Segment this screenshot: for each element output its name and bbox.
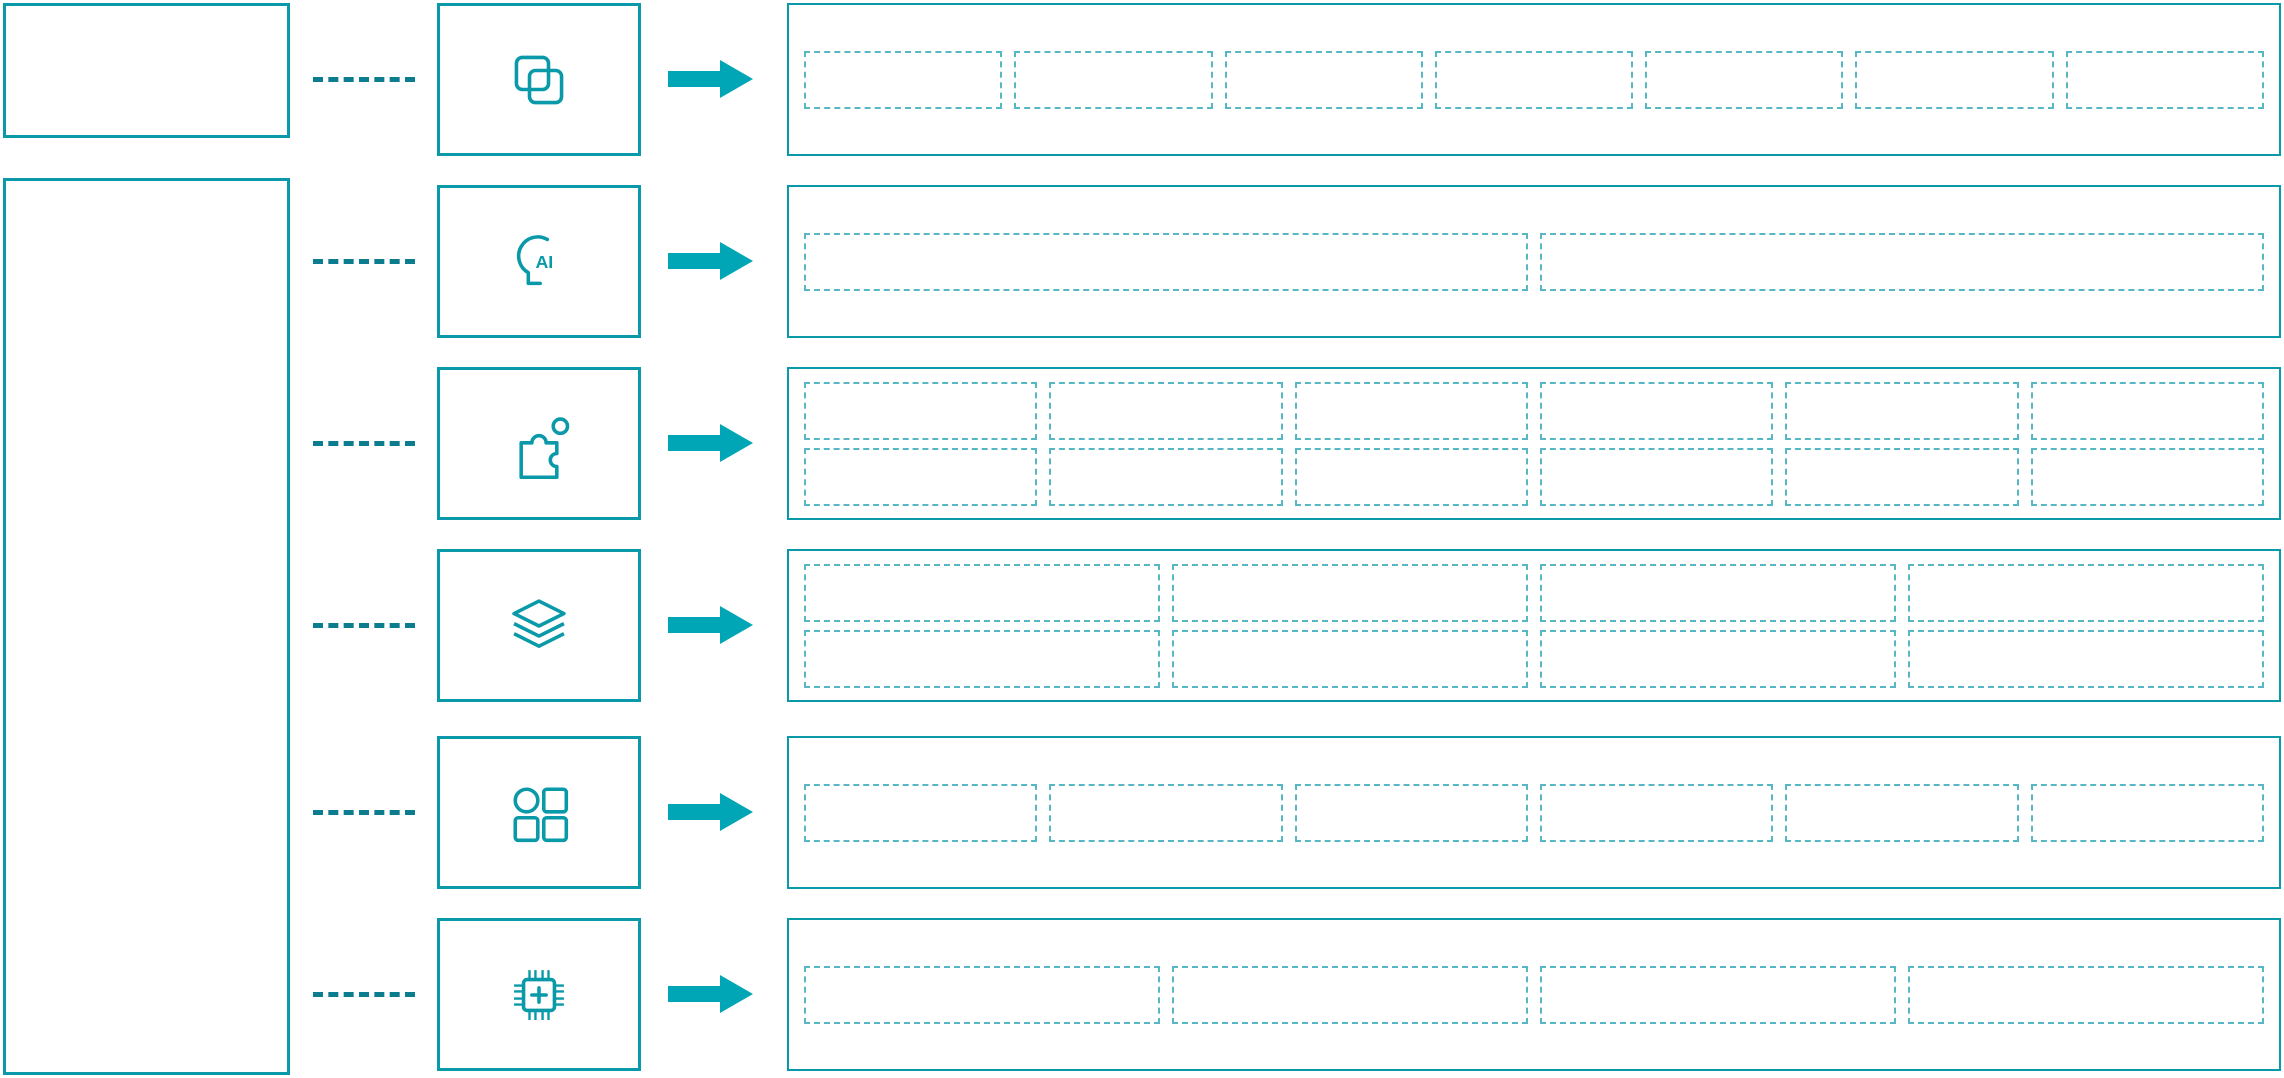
placeholder-slot (1645, 50, 1844, 109)
placeholder-slot (1224, 50, 1423, 109)
placeholder-slot (1049, 783, 1283, 842)
placeholder-slot (1908, 629, 2264, 688)
slot-grid-6 (789, 920, 2279, 1069)
flow-row-1 (0, 3, 2284, 156)
connector-line (313, 810, 415, 815)
placeholder-slot (1172, 629, 1528, 688)
placeholder-slot (804, 965, 1160, 1024)
flow-arrow-icon (668, 242, 753, 280)
placeholder-slot (1785, 381, 2019, 440)
slot-grid-2 (789, 187, 2279, 336)
placeholder-slot (1294, 447, 1528, 506)
icon-box-1 (437, 3, 641, 156)
flow-row-5 (0, 736, 2284, 889)
connector-line (313, 623, 415, 628)
ai-head-icon: AI (516, 234, 553, 285)
flow-row-3 (0, 367, 2284, 520)
slot-container-1 (787, 3, 2281, 156)
slot-container-2 (787, 185, 2281, 338)
placeholder-slot (1540, 563, 1896, 622)
placeholder-slot (804, 563, 1160, 622)
placeholder-slot (2030, 381, 2264, 440)
placeholder-slot (1294, 381, 1528, 440)
placeholder-slot (1049, 447, 1283, 506)
slot-container-6 (787, 918, 2281, 1071)
icon-box-6 (437, 918, 641, 1071)
placeholder-slot (1539, 447, 1774, 506)
icon-box-5 (437, 736, 641, 889)
placeholder-slot (1539, 783, 1774, 842)
placeholder-slot (1540, 629, 1896, 688)
placeholder-slot (1294, 783, 1528, 842)
placeholder-slot (1172, 563, 1528, 622)
placeholder-slot (1539, 381, 1774, 440)
placeholder-slot (1540, 232, 2264, 291)
flow-arrow-icon (668, 424, 753, 462)
connector-line (313, 992, 415, 997)
icon-box-2: AI (437, 185, 641, 338)
placeholder-slot (804, 232, 1528, 291)
placeholder-slot (804, 50, 1003, 109)
slot-grid-3 (789, 369, 2279, 518)
placeholder-slot (804, 447, 1038, 506)
chip-plus-icon (514, 969, 564, 1020)
placeholder-slot (1434, 50, 1634, 109)
slot-grid-1 (789, 5, 2279, 154)
placeholder-slot (804, 629, 1160, 688)
placeholder-slot (1908, 965, 2264, 1024)
connector-line (313, 259, 415, 264)
icon-box-4 (437, 549, 641, 702)
flow-arrow-icon (668, 793, 753, 831)
placeholder-slot (2030, 447, 2264, 506)
connector-line (313, 441, 415, 446)
layers-icon (512, 598, 566, 648)
placeholder-slot (1014, 50, 1213, 109)
placeholder-slot (1785, 783, 2019, 842)
placeholder-slot (1172, 965, 1528, 1024)
flow-arrow-icon (668, 60, 753, 98)
puzzle-icon (519, 416, 570, 479)
placeholder-slot (804, 783, 1038, 842)
placeholder-slot (2030, 783, 2264, 842)
placeholder-slot (804, 381, 1038, 440)
ai-icon-label: AI (535, 251, 553, 271)
app-grid-icon (513, 786, 569, 842)
flow-row-6 (0, 918, 2284, 1071)
flow-arrow-icon (668, 606, 753, 644)
slot-container-4 (787, 549, 2281, 702)
placeholder-slot (2065, 50, 2264, 109)
placeholder-slot (1540, 965, 1896, 1024)
slot-container-5 (787, 736, 2281, 889)
placeholder-slot (1785, 447, 2019, 506)
placeholder-slot (1049, 381, 1283, 440)
slot-container-3 (787, 367, 2281, 520)
placeholder-slot (1908, 563, 2264, 622)
overlapping-squares-icon (514, 55, 564, 104)
flow-row-2: AI (0, 185, 2284, 338)
left-panel-box (3, 178, 290, 1075)
flow-row-4 (0, 549, 2284, 702)
top-left-box (3, 3, 290, 138)
flow-arrow-icon (668, 975, 753, 1013)
connector-line (313, 77, 415, 82)
slot-grid-4 (789, 551, 2279, 700)
icon-box-3 (437, 367, 641, 520)
placeholder-slot (1855, 50, 2054, 109)
slot-grid-5 (789, 738, 2279, 887)
